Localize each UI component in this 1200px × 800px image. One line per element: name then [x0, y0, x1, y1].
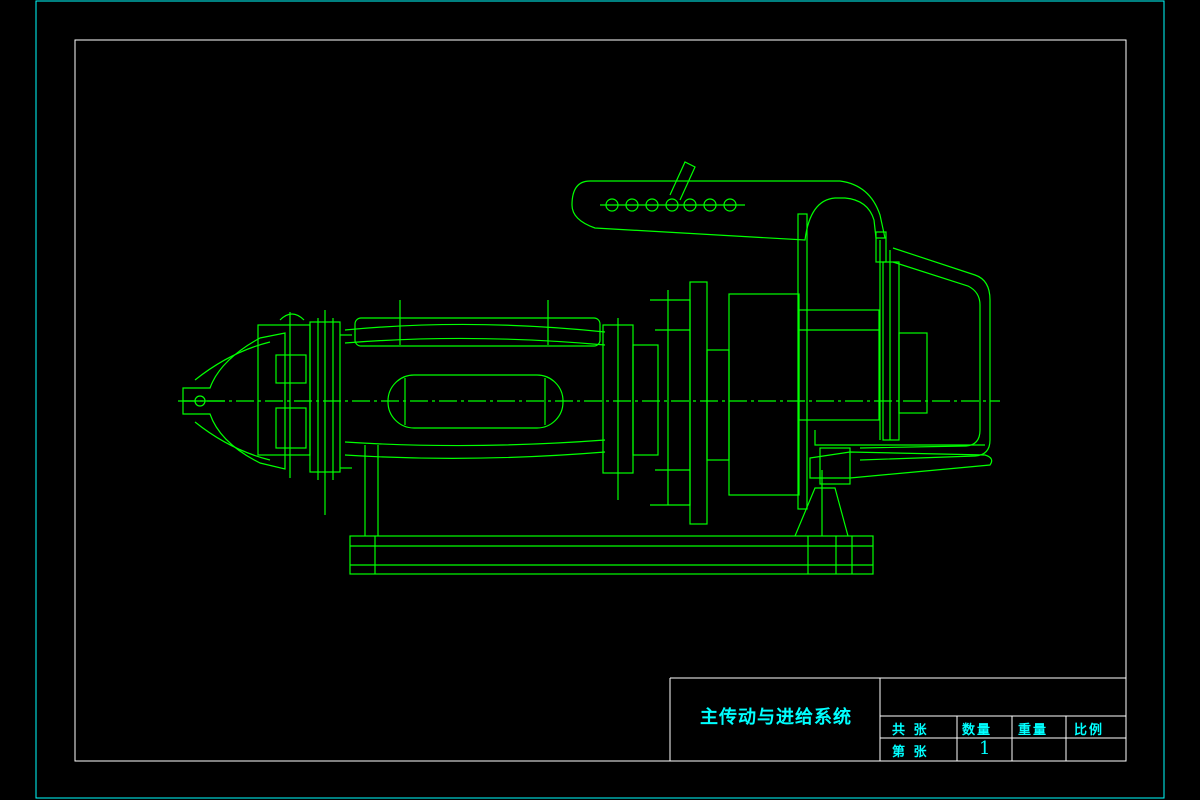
nose-cone: [182, 332, 286, 470]
weight-label: 重量: [1018, 723, 1049, 738]
left-coupling: [257, 310, 352, 515]
lever-holes: [600, 198, 745, 212]
sheet-number-label: 第 张: [892, 745, 929, 760]
motor-housing: [728, 293, 800, 496]
total-sheets-label: 共 张: [892, 723, 929, 738]
drawing-title: 主传动与进给系统: [700, 707, 852, 728]
scale-label: 比例: [1074, 723, 1105, 738]
quantity-value: 1: [979, 738, 991, 759]
title-block: [669, 677, 1126, 761]
inner-slot: [387, 374, 564, 429]
support-leg: [794, 487, 849, 537]
main-tube: [344, 300, 606, 459]
quantity-label: 数量: [962, 723, 993, 738]
lower-pipe: [809, 451, 993, 479]
vertical-rod: [797, 213, 808, 510]
lever-handle: [669, 161, 696, 201]
top-lever: [571, 180, 886, 241]
drawing-border: [74, 39, 1127, 762]
feed-pipe: [814, 231, 991, 461]
base-beam: [349, 535, 874, 575]
machine-assembly: [178, 161, 1000, 575]
outer-frame: [35, 0, 1165, 799]
right-sprocket: [602, 290, 691, 506]
flange-plate: [689, 281, 708, 525]
